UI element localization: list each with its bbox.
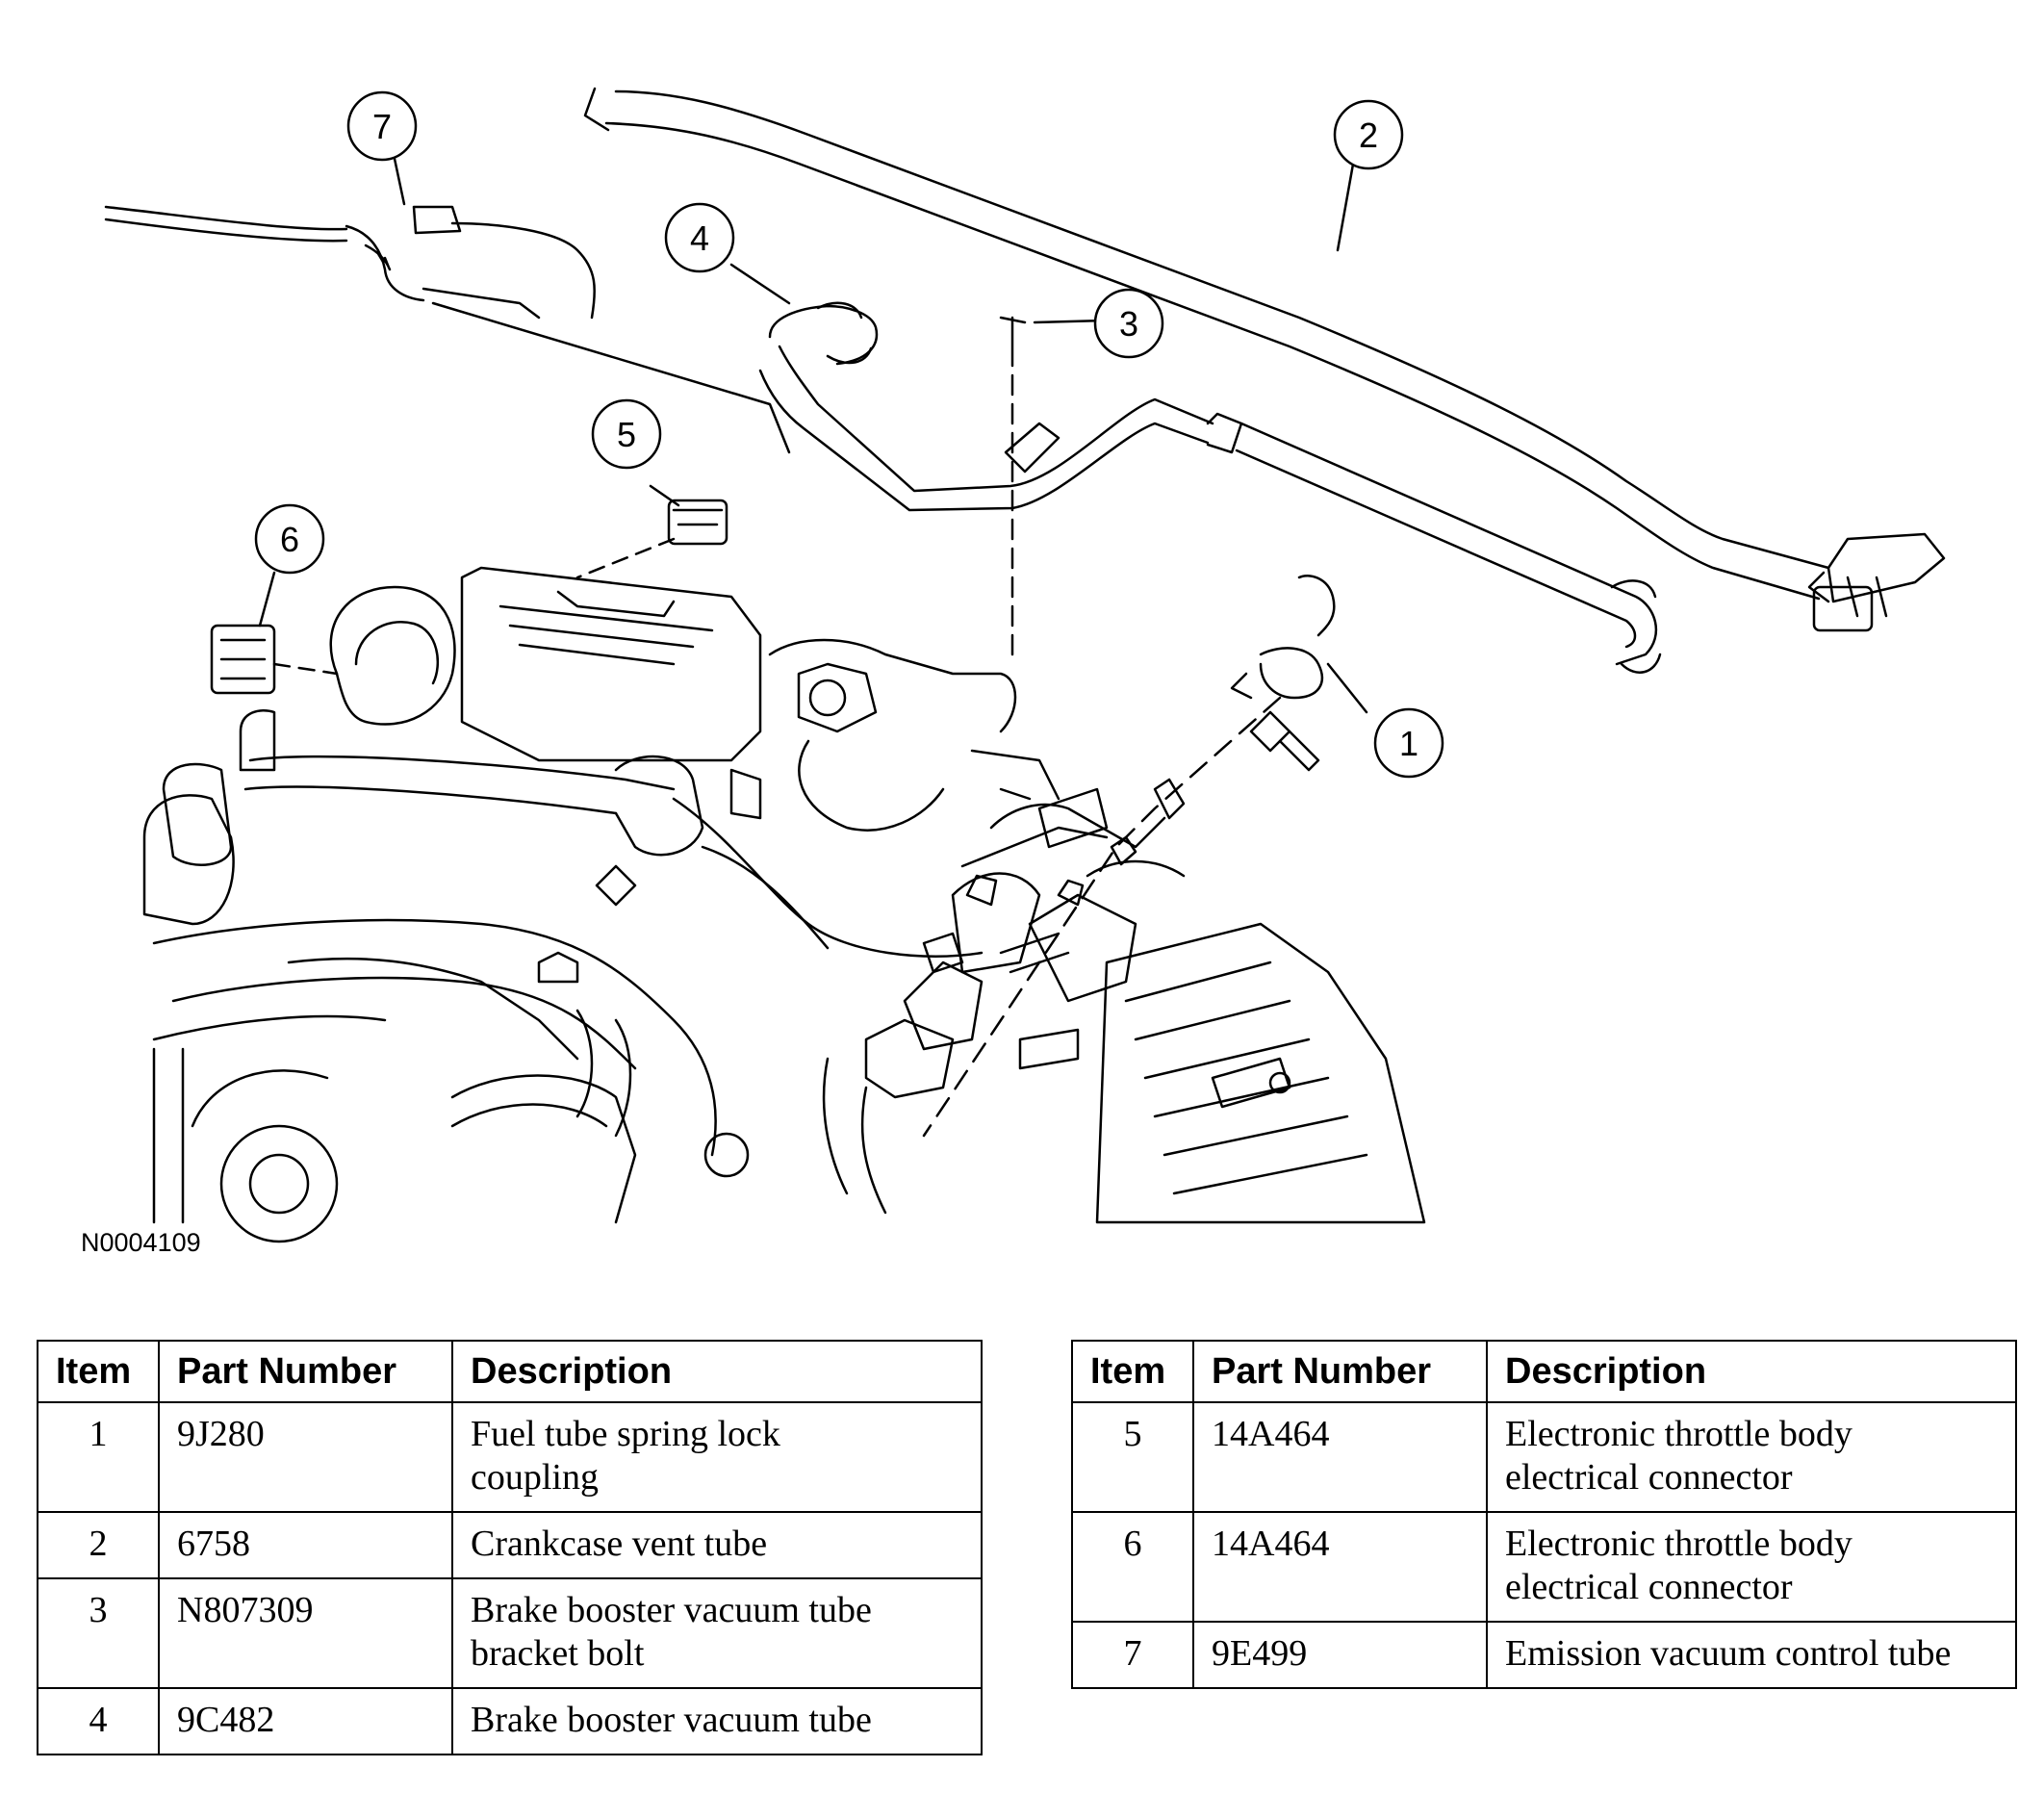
svg-text:6: 6 [280,520,299,559]
part-number-cell: 9E499 [1192,1621,1488,1689]
svg-text:4: 4 [690,218,709,258]
header-part-number: Part Number [158,1340,453,1403]
bracket-bolt [999,316,1060,656]
header-description: Description [451,1340,983,1403]
item-cell: 1 [37,1401,160,1513]
item-cell: 2 [37,1511,160,1579]
table-row: 4 9C482 Brake booster vacuum tube [37,1687,983,1755]
leader-lines [258,157,1368,714]
item-cell: 5 [1071,1401,1194,1513]
svg-text:3: 3 [1119,304,1138,344]
part-number-cell: 14A464 [1192,1401,1488,1513]
item-cell: 4 [37,1687,160,1755]
callout-4: 4 [664,202,735,273]
callout-3: 3 [1093,288,1164,359]
svg-text:2: 2 [1359,115,1378,155]
description-cell: Emission vacuum control tube [1486,1621,2017,1689]
fuel-tube-spring-lock-coupling [922,574,1336,1138]
parts-table-left: Item Part Number Description 1 9J280 Fue… [37,1340,983,1755]
callout-6: 6 [254,503,325,575]
part-number-cell: 6758 [158,1511,453,1579]
callout-2: 2 [1333,99,1404,170]
table-header-row: Item Part Number Description [37,1340,983,1403]
item-cell: 3 [37,1577,160,1689]
part-number-cell: N807309 [158,1577,453,1689]
table-row: 7 9E499 Emission vacuum control tube [1071,1621,2017,1689]
throttle-body-connector-6 [210,624,339,695]
part-number-cell: 14A464 [1192,1511,1488,1623]
header-item: Item [1071,1340,1194,1403]
header-description: Description [1486,1340,2017,1403]
throttle-body-connector-5 [575,499,728,579]
table-header-row: Item Part Number Description [1071,1340,2017,1403]
description-cell: Brake booster vacuum tube [451,1687,983,1755]
engine-assembly [142,566,1426,1243]
description-cell: Crankcase vent tube [451,1511,983,1579]
svg-text:7: 7 [372,107,392,146]
brake-booster-vacuum-tube [758,301,1662,674]
svg-text:5: 5 [617,415,636,454]
emission-vacuum-control-tube [104,205,791,454]
parts-table-right: Item Part Number Description 5 14A464 El… [1071,1340,2017,1689]
header-item: Item [37,1340,160,1403]
callout-5: 5 [591,398,662,470]
callout-7: 7 [346,90,418,162]
item-cell: 6 [1071,1511,1194,1623]
figure-id: N0004109 [81,1228,201,1257]
table-row: 2 6758 Crankcase vent tube [37,1511,983,1579]
crankcase-vent-tube [583,87,1946,632]
engine-exploded-illustration: 1 2 3 4 5 6 7 [104,87,1946,1243]
header-part-number: Part Number [1192,1340,1488,1403]
callout-1: 1 [1373,707,1444,779]
svg-text:1: 1 [1399,724,1418,763]
part-number-cell: 9J280 [158,1401,453,1513]
part-number-cell: 9C482 [158,1687,453,1755]
item-cell: 7 [1071,1621,1194,1689]
